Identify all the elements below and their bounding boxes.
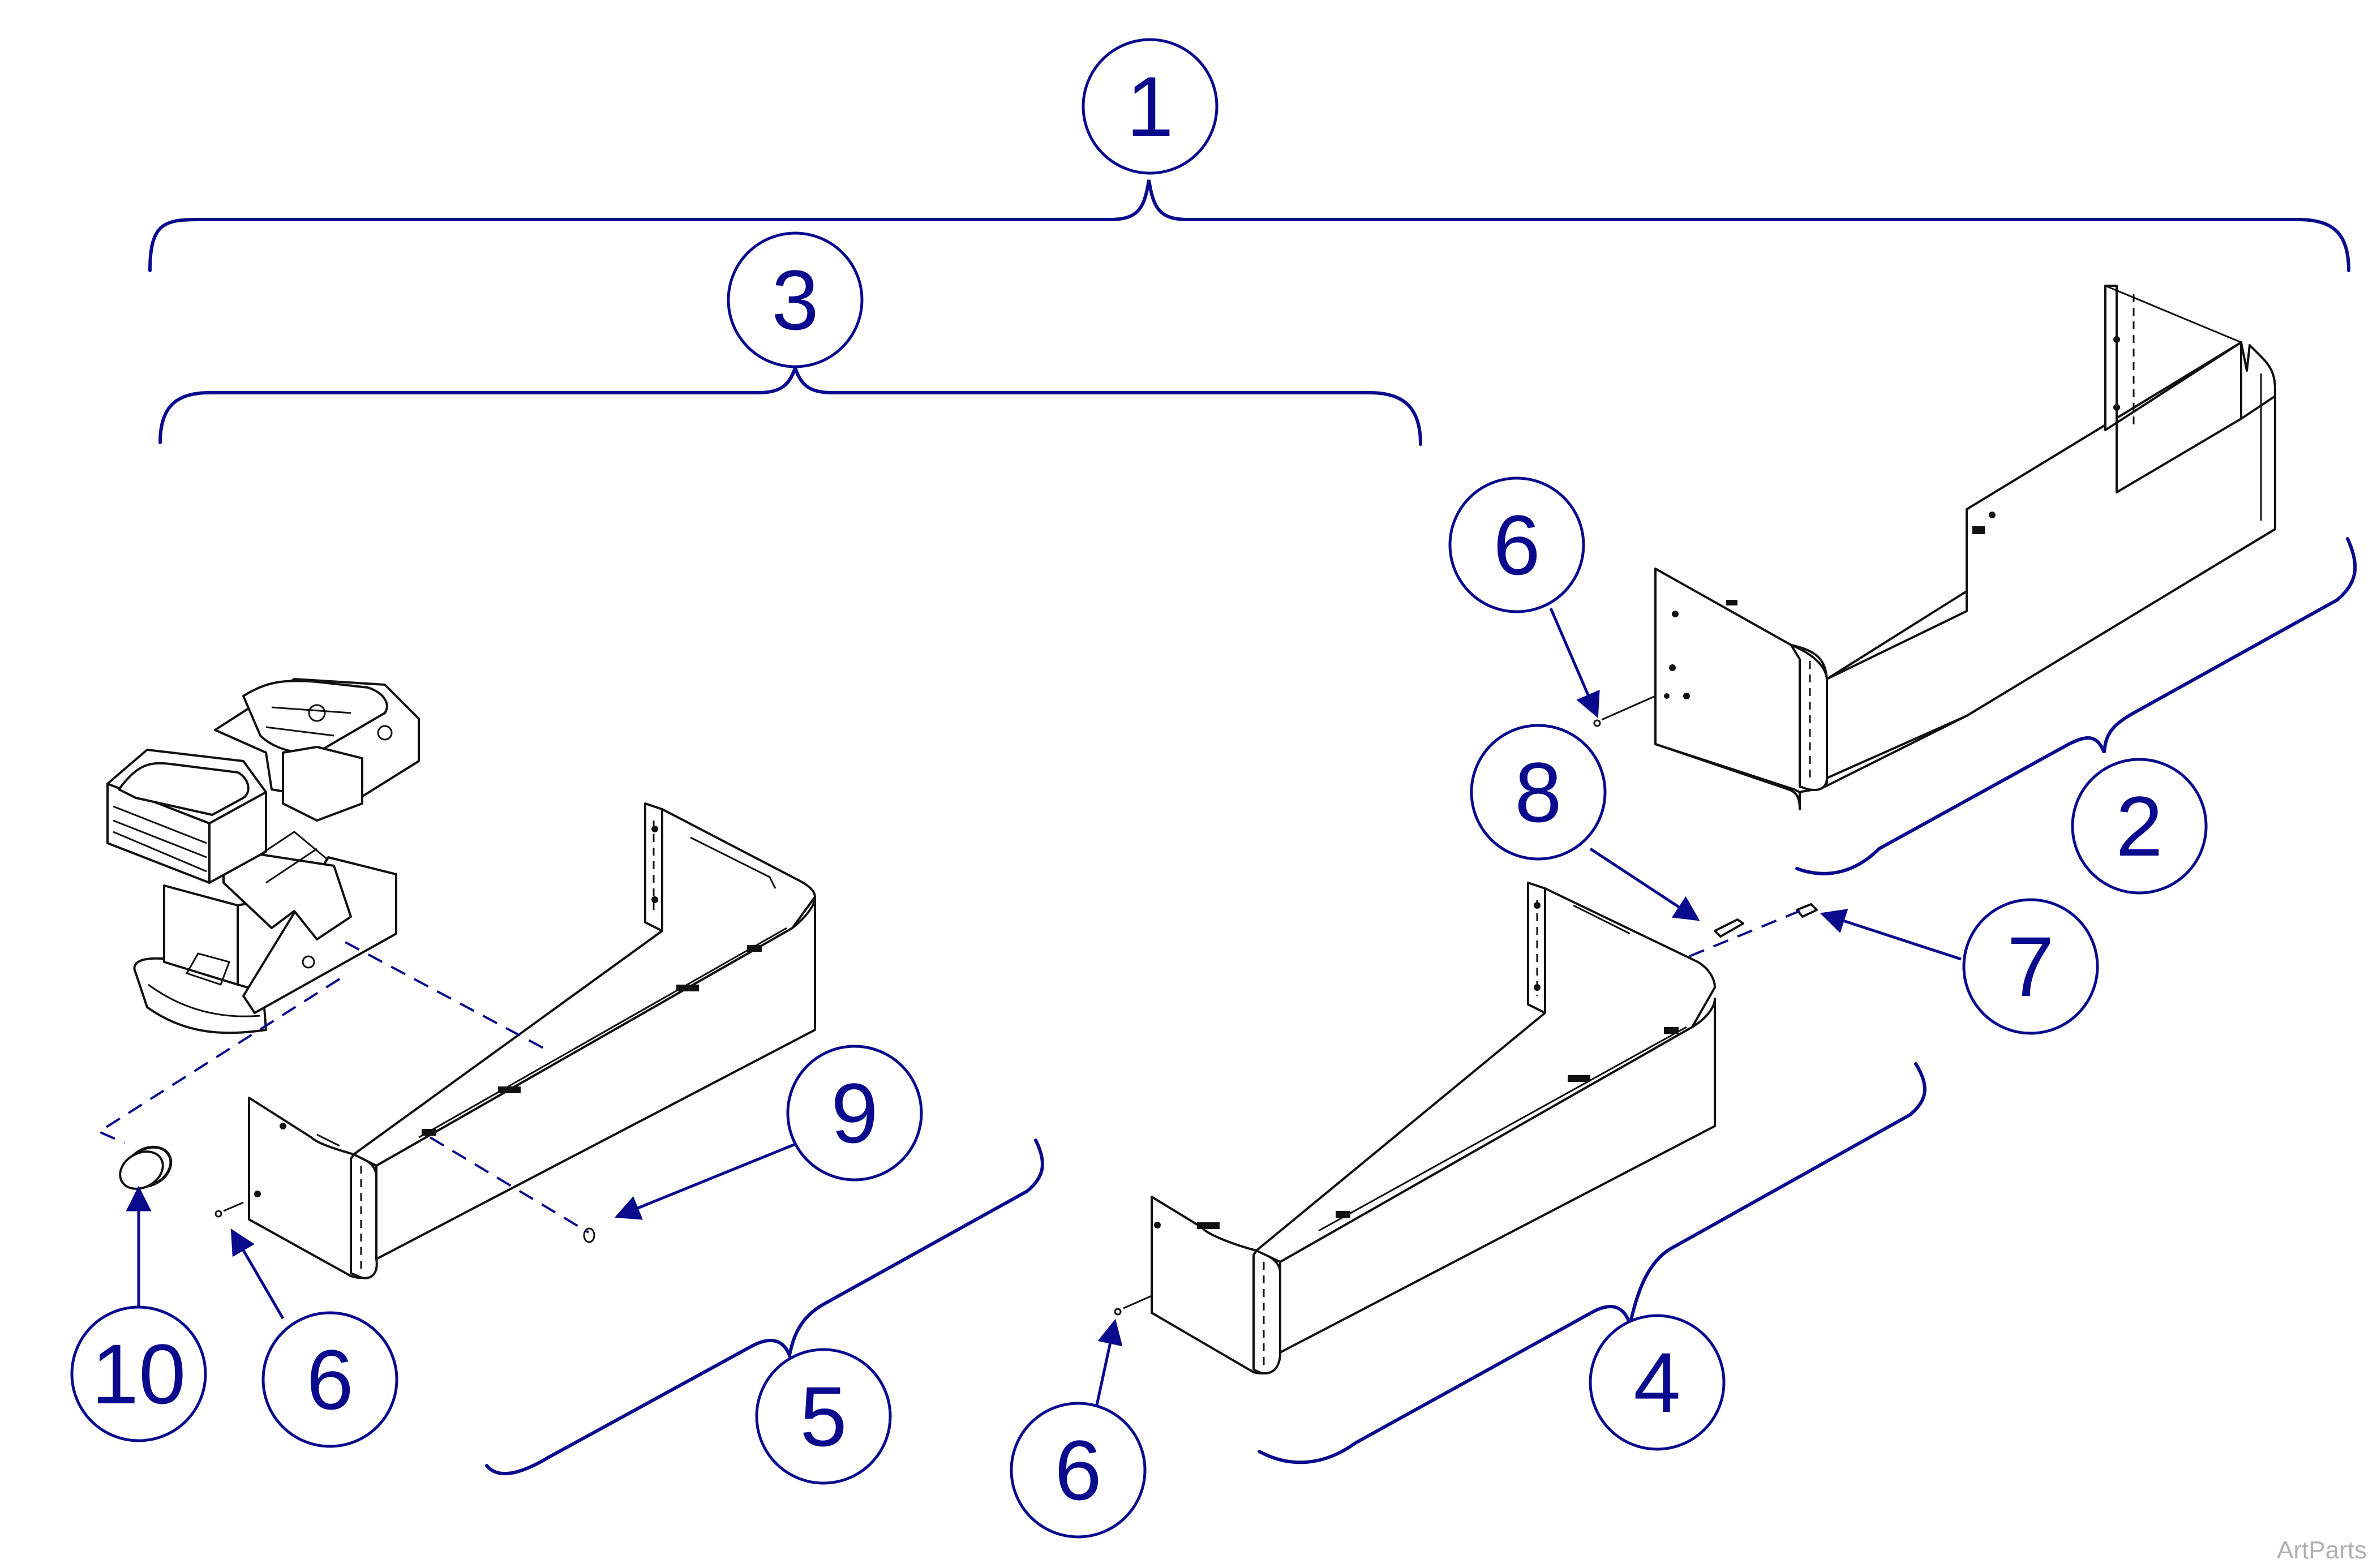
left-lower-panel-part	[248, 802, 816, 1279]
brace-cover-2	[1795, 537, 2357, 875]
leader-lines	[126, 608, 1962, 1427]
callout-7-label: 7	[2007, 919, 2054, 1014]
callout-2: 2	[2071, 758, 2208, 895]
callout-6-lower: 6	[1010, 1402, 1147, 1539]
bracket-part-8	[1714, 918, 1744, 938]
callout-9-label: 9	[831, 1066, 878, 1161]
callout-4: 4	[1589, 1314, 1726, 1451]
bracket-part-7	[1796, 903, 1818, 918]
callout-9: 9	[786, 1045, 923, 1182]
callout-7: 7	[1962, 898, 2099, 1035]
screw-part-6	[214, 719, 1601, 1316]
brace-assembly-1	[148, 179, 2350, 272]
assembly-dashed-lines	[96, 695, 1800, 1309]
callout-6-upper-label: 6	[1493, 497, 1540, 592]
callout-5: 5	[755, 1348, 892, 1485]
callout-8-label: 8	[1514, 745, 1561, 840]
callout-6-lower-label: 6	[1054, 1423, 1101, 1518]
callout-8: 8	[1470, 724, 1607, 861]
right-lower-panel-part	[1151, 882, 1716, 1374]
cap-part-10	[119, 1145, 173, 1190]
callout-5-label: 5	[800, 1369, 847, 1464]
callout-10: 10	[70, 1305, 207, 1442]
screw-part-9	[583, 1227, 595, 1243]
callout-10-label: 10	[92, 1326, 186, 1421]
callout-3: 3	[727, 231, 864, 368]
brace-assembly-3	[158, 362, 1422, 446]
callout-6-left: 6	[261, 1311, 398, 1448]
callout-4-label: 4	[1633, 1335, 1680, 1430]
watermark-text: ArtParts	[2277, 1536, 2367, 1564]
callout-1: 1	[1082, 38, 1218, 175]
callout-6-upper: 6	[1448, 476, 1585, 613]
callout-2-label: 2	[2116, 779, 2163, 874]
top-cover-part	[1654, 285, 2276, 810]
callout-3-label: 3	[771, 252, 818, 347]
brace-panel-5	[485, 1139, 1044, 1476]
callout-1-label: 1	[1126, 59, 1173, 154]
callout-6-left-label: 6	[306, 1332, 353, 1427]
base-mechanism-part	[106, 678, 420, 1034]
